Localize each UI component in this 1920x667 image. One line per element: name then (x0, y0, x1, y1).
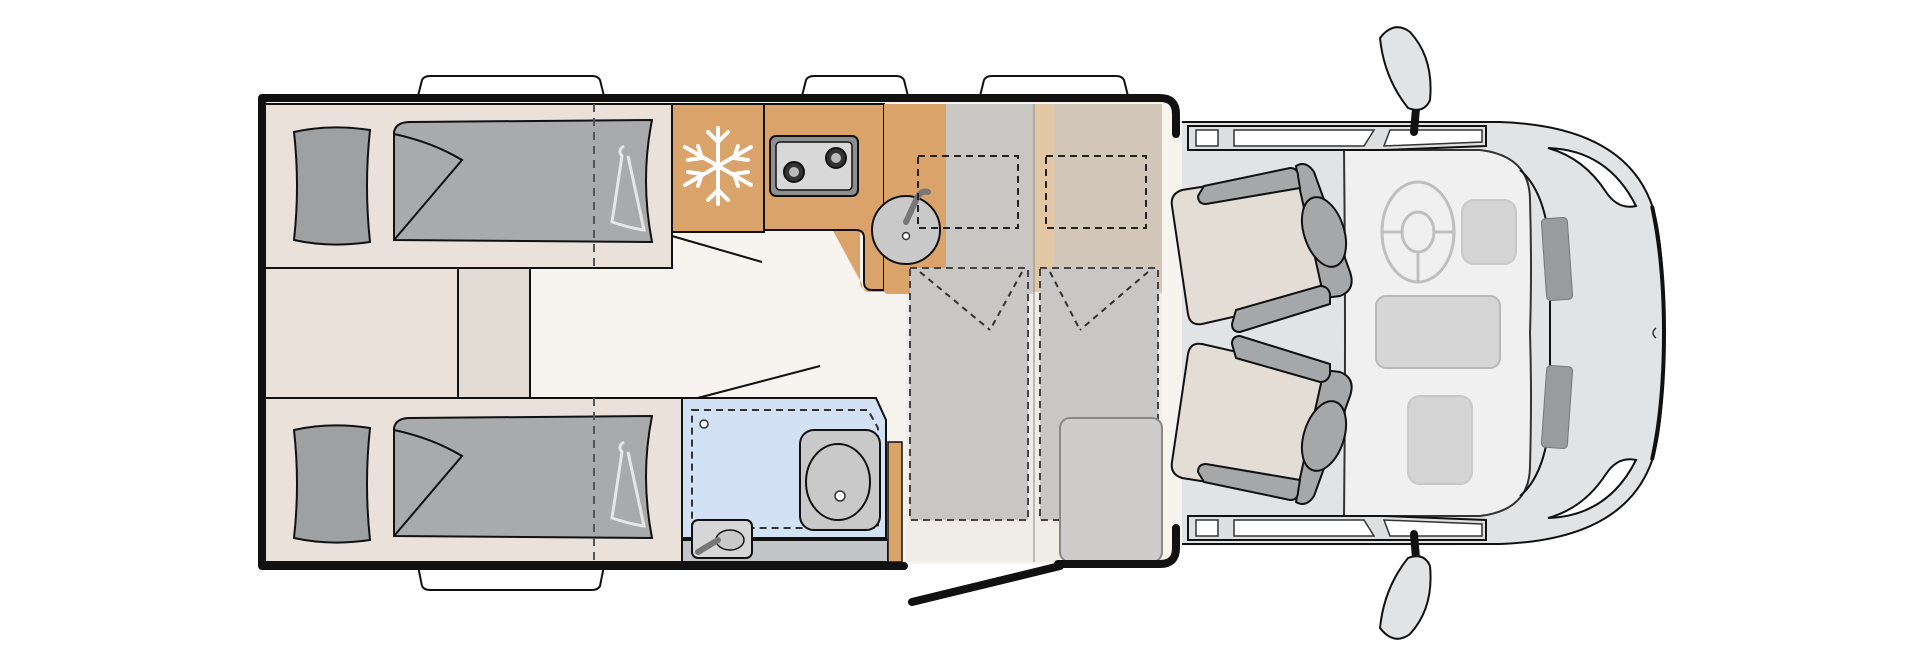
bed-edge-line-top (671, 235, 763, 263)
dinette-seat-lower (1059, 417, 1163, 563)
hob-burner-left-inner (789, 167, 799, 177)
cab-logo (1652, 327, 1657, 339)
driver-seat (1170, 163, 1353, 334)
window-bottom-rear (416, 565, 606, 591)
window-top-rear (416, 75, 606, 97)
toilet-flush (834, 490, 846, 502)
windscreen (1519, 169, 1551, 497)
pillow-top (292, 126, 372, 246)
dinette-bench-left (909, 267, 1029, 521)
rear-bed-top (263, 103, 673, 269)
table-leg-marks (919, 271, 1149, 331)
passenger-seat (1170, 334, 1353, 505)
passenger-seat-armrest-top (1230, 334, 1331, 384)
wardrobe-hanger-icon (610, 144, 646, 232)
dinette (871, 104, 1163, 563)
cab-headlight-bottom (1547, 458, 1638, 519)
toilet-bowl (805, 443, 871, 521)
top-windows (416, 75, 1130, 97)
window-top-dinette (978, 75, 1130, 97)
seat-back-right (1054, 104, 1162, 294)
mirror-bottom-arm (1410, 530, 1420, 562)
cab (1170, 26, 1667, 640)
mattress-bottom (393, 414, 654, 540)
mattress-fold-bottom (393, 429, 464, 537)
washbasin-tap (695, 537, 721, 555)
door-window-bottom (1195, 519, 1483, 537)
shower-drain (699, 419, 709, 429)
mirror-top (1378, 26, 1432, 111)
driver-seat-armrest-bottom (1230, 284, 1331, 334)
entrance-door[interactable] (908, 562, 1064, 606)
seat-back-left (946, 104, 1034, 294)
sink-bowl (871, 195, 941, 265)
outer-walls (258, 94, 1180, 570)
passenger-seat-armrest-bottom (1196, 462, 1302, 502)
wall-outline-top (258, 94, 1180, 570)
passenger-headrest (1300, 400, 1348, 472)
fridge-snowflake-icon (683, 126, 753, 206)
kitchen (671, 103, 885, 292)
driver-seat-armrest-top (1196, 166, 1302, 206)
cab-grille-bottom (1540, 364, 1574, 450)
rear-step (263, 267, 531, 399)
bed-edge-line-bottom (689, 365, 821, 401)
cab-grille-top (1540, 216, 1574, 302)
step-right (457, 267, 531, 399)
mirror-bottom (1378, 555, 1432, 640)
center-console (1375, 295, 1501, 369)
mattress-fold-top (393, 133, 464, 241)
cab-front-bumper (1650, 205, 1667, 461)
rear-bed-bottom (263, 397, 683, 563)
bathroom (681, 397, 903, 563)
mattress-top (393, 118, 654, 244)
hob-burner-right-inner (831, 153, 841, 163)
door-window-top (1195, 129, 1483, 147)
table-outline (917, 155, 1147, 229)
step-left (263, 267, 459, 399)
window-top-kitchen (800, 75, 910, 97)
bathroom-cabinet-strip (887, 441, 903, 563)
driver-pedal-area (1461, 199, 1517, 265)
wardrobe-hanger-icon (610, 440, 646, 528)
sink-drain (901, 231, 911, 241)
passenger-footwell (1407, 395, 1473, 485)
bottom-windows (416, 565, 606, 591)
cab-headlight-top (1547, 147, 1638, 208)
driver-headrest (1300, 196, 1348, 268)
steering-wheel-icon (1380, 180, 1456, 284)
pillow-bottom (292, 424, 372, 544)
wall-outline-bottom (1054, 524, 1180, 568)
mirror-top-arm (1410, 104, 1420, 136)
